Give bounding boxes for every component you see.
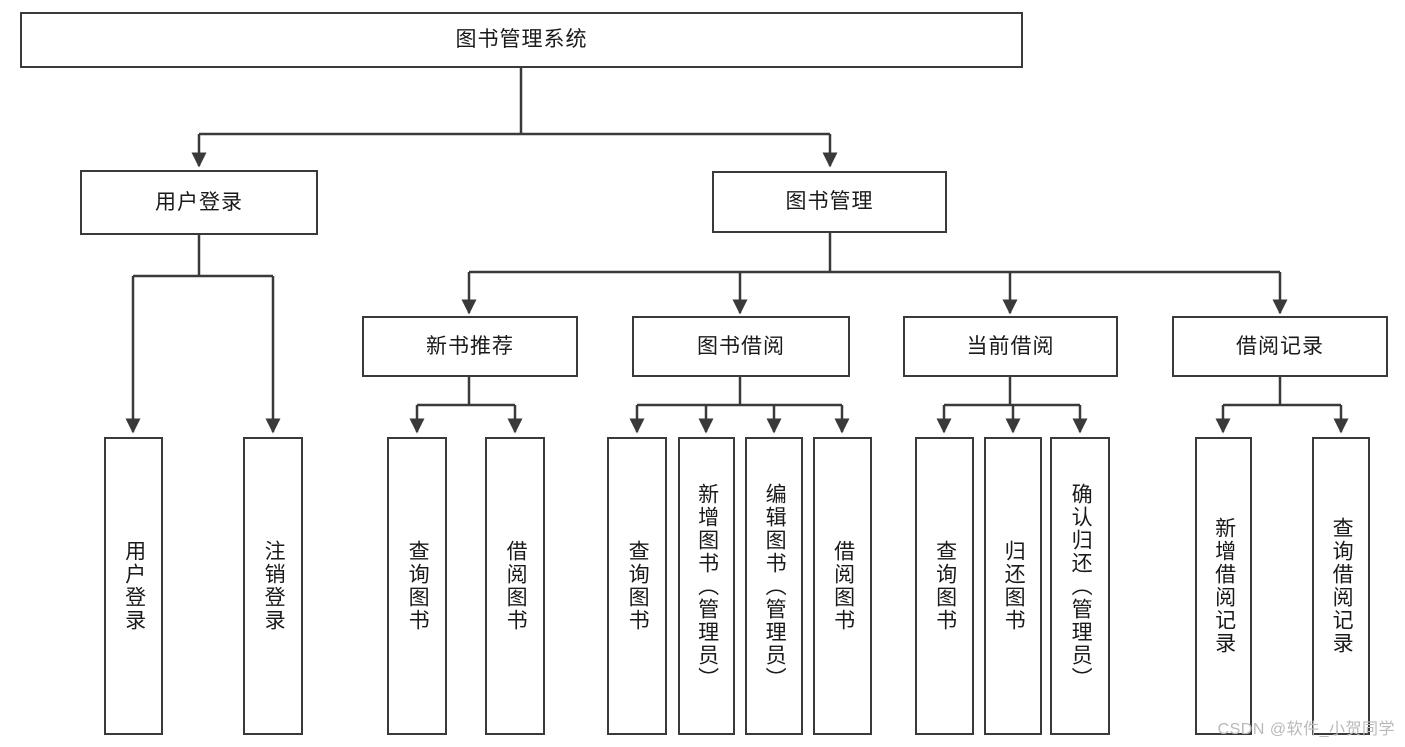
node-borrow-record-label: 借阅记录: [1236, 334, 1324, 358]
node-user-login[interactable]: 用户登录: [80, 170, 318, 235]
leaf-label: 新增借阅记录: [1212, 517, 1236, 655]
leaf-label: 借阅图书: [504, 540, 528, 632]
node-book-management[interactable]: 图书管理: [712, 171, 947, 233]
leaf-label: 确认归还（管理员）: [1069, 482, 1093, 690]
leaf-current-borrow-2[interactable]: 归还图书: [984, 437, 1042, 735]
leaf-label: 注销登录: [262, 540, 286, 632]
leaf-user-login-1[interactable]: 用户登录: [104, 437, 163, 735]
node-root-label: 图书管理系统: [455, 28, 588, 52]
leaf-book-borrow-4[interactable]: 借阅图书: [813, 437, 872, 735]
leaf-borrow-record-1[interactable]: 新增借阅记录: [1195, 437, 1252, 735]
leaf-user-login-2[interactable]: 注销登录: [243, 437, 303, 735]
node-root[interactable]: 图书管理系统: [20, 12, 1023, 68]
leaf-label: 归还图书: [1002, 540, 1026, 632]
node-current-borrow-label: 当前借阅: [966, 334, 1055, 358]
leaf-new-book-2[interactable]: 借阅图书: [485, 437, 545, 735]
leaf-label: 查询图书: [933, 540, 957, 632]
leaf-label: 查询借阅记录: [1330, 517, 1354, 655]
node-new-book-recommend-label: 新书推荐: [426, 334, 514, 358]
leaf-label: 查询图书: [406, 540, 430, 632]
leaf-book-borrow-3[interactable]: 编辑图书（管理员）: [745, 437, 803, 735]
leaf-label: 编辑图书（管理员）: [763, 482, 787, 690]
leaf-label: 查询图书: [626, 540, 650, 632]
node-book-borrow-label: 图书借阅: [697, 334, 785, 358]
leaf-current-borrow-1[interactable]: 查询图书: [915, 437, 974, 735]
node-borrow-record[interactable]: 借阅记录: [1172, 316, 1388, 377]
leaf-label: 用户登录: [122, 540, 146, 632]
node-user-login-label: 用户登录: [155, 190, 243, 214]
node-new-book-recommend[interactable]: 新书推荐: [362, 316, 578, 377]
leaf-new-book-1[interactable]: 查询图书: [387, 437, 447, 735]
leaf-book-borrow-1[interactable]: 查询图书: [607, 437, 667, 735]
node-book-management-label: 图书管理: [785, 190, 874, 214]
leaf-label: 借阅图书: [831, 540, 855, 632]
leaf-borrow-record-2[interactable]: 查询借阅记录: [1312, 437, 1370, 735]
leaf-book-borrow-2[interactable]: 新增图书（管理员）: [678, 437, 735, 735]
node-current-borrow[interactable]: 当前借阅: [903, 316, 1118, 377]
leaf-current-borrow-3[interactable]: 确认归还（管理员）: [1050, 437, 1110, 735]
node-book-borrow[interactable]: 图书借阅: [632, 316, 850, 377]
watermark-text: CSDN @软件_小贺同学: [1217, 721, 1395, 738]
leaf-label: 新增图书（管理员）: [695, 482, 719, 690]
